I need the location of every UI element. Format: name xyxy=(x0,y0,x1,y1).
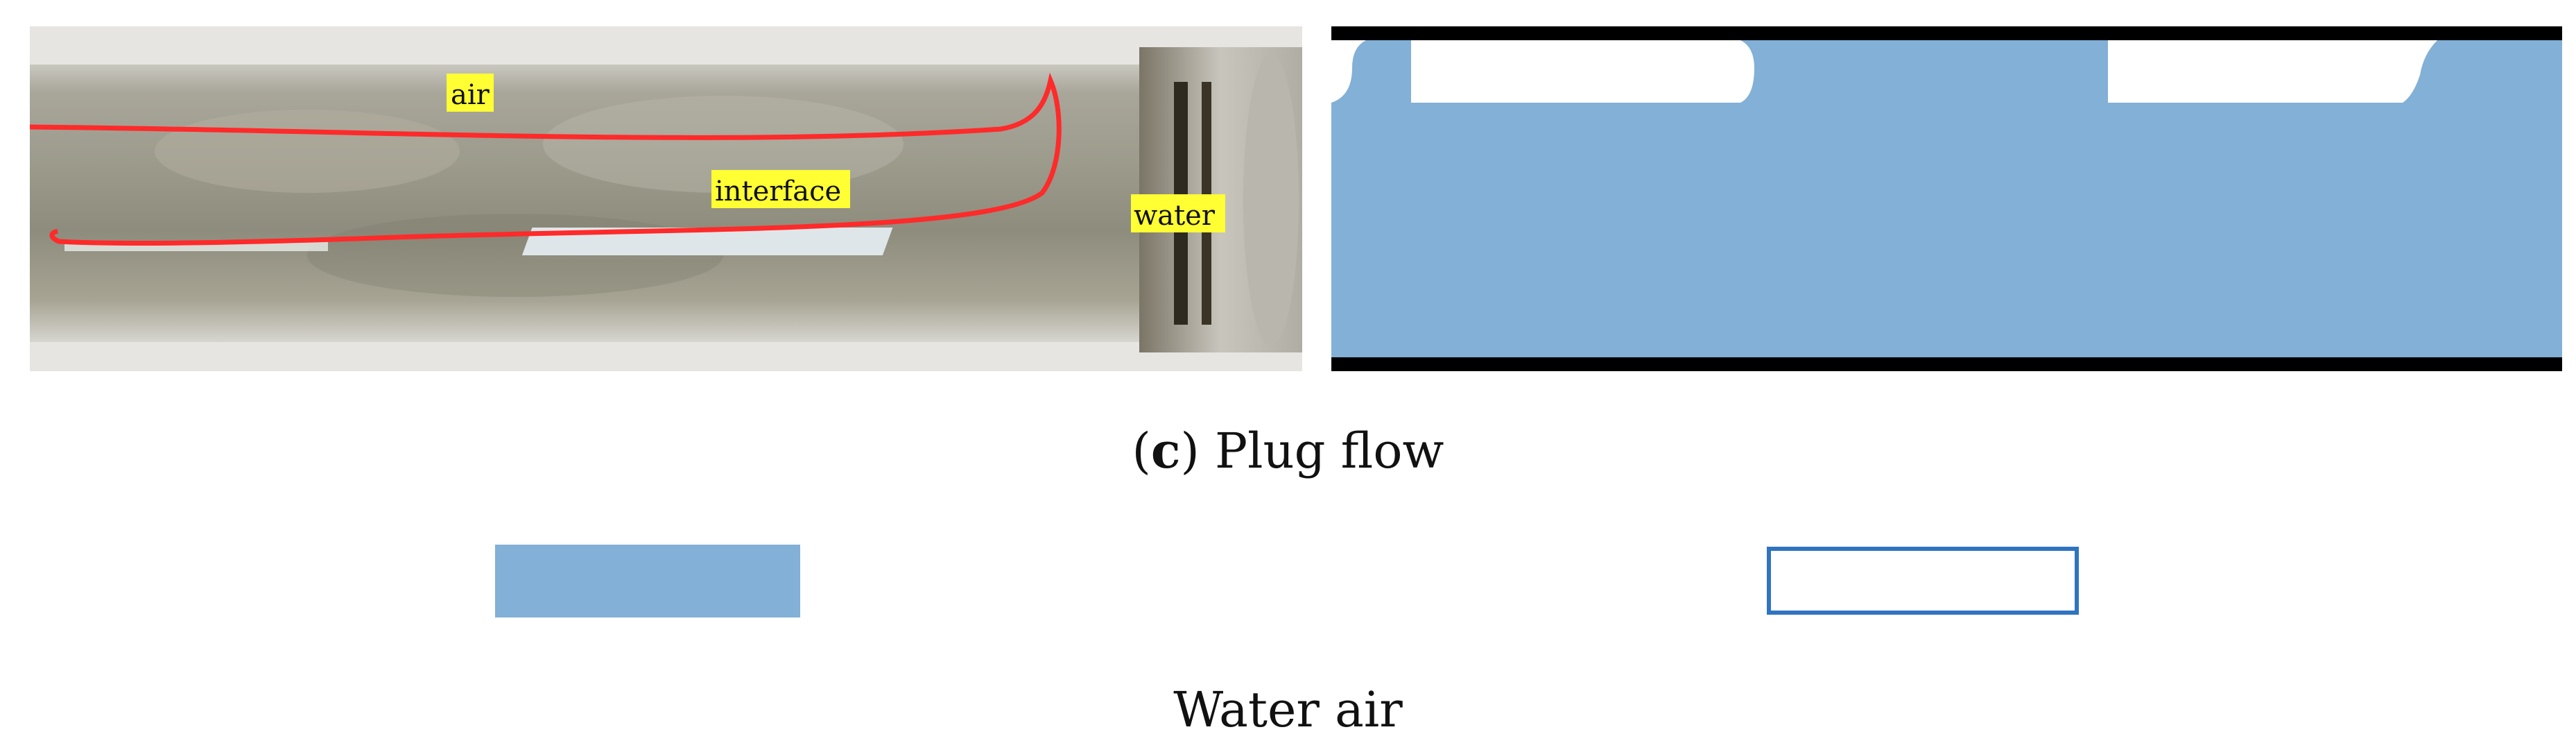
flange-rim xyxy=(1243,54,1299,346)
pipe-photo: air interface water xyxy=(30,26,1302,371)
legend-water-swatch xyxy=(495,545,800,617)
schematic-svg xyxy=(1331,26,2562,371)
water-label-text: water xyxy=(1134,200,1216,232)
air-label: air xyxy=(447,74,494,112)
caption-close-paren: ) xyxy=(1180,423,1200,479)
caption-letter: c xyxy=(1150,422,1181,479)
texture-patch xyxy=(155,110,460,193)
texture-patch xyxy=(543,96,904,193)
plug-flow-schematic xyxy=(1331,26,2562,371)
interface-label-text: interface xyxy=(715,176,841,207)
water-label: water xyxy=(1131,194,1225,232)
caption-open-paren: ( xyxy=(1132,423,1151,479)
air-plug xyxy=(1331,40,1366,103)
water-label-highlight xyxy=(1131,194,1225,232)
figure-caption: (c) Plug flow xyxy=(0,427,2576,476)
air-label-text: air xyxy=(451,79,490,111)
interface-label: interface xyxy=(711,170,850,208)
pipe-body xyxy=(30,65,1174,342)
interface-curve xyxy=(30,72,1062,246)
pipe-reflection xyxy=(521,228,893,255)
air-plug xyxy=(1411,40,1754,103)
caption-text: Plug flow xyxy=(1199,423,1444,479)
pipe-photo-panel: air interface water xyxy=(30,26,1302,371)
air-label-highlight xyxy=(447,74,494,112)
legend-label: Water air xyxy=(1173,681,1403,738)
interface-label-highlight xyxy=(711,170,850,208)
pipe-top-wall xyxy=(1331,26,2562,40)
legend-air-swatch xyxy=(1767,547,2079,615)
pipe-bottom-wall xyxy=(1331,357,2562,371)
air-plug xyxy=(2108,40,2437,103)
